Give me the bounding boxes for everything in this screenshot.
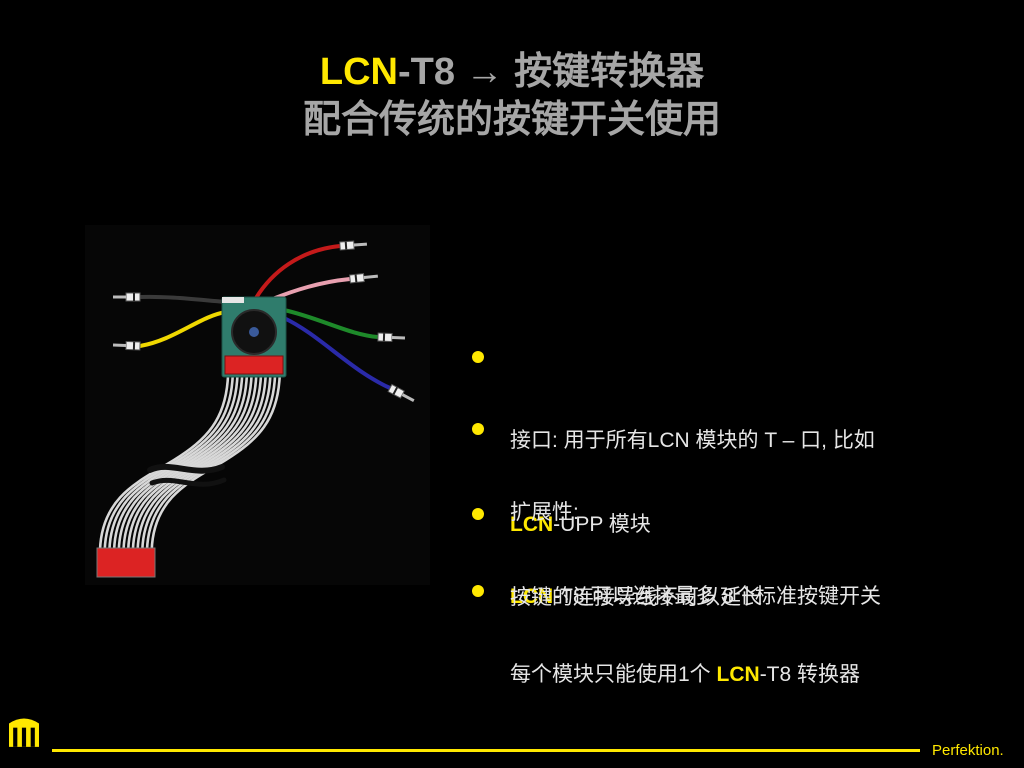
ribbon-cable xyxy=(98,375,281,551)
logo-opening xyxy=(21,727,27,747)
device-illustration xyxy=(85,225,430,585)
bullet-brand: LCN xyxy=(716,663,760,686)
bullet-brand: LCN xyxy=(510,585,554,608)
bullet-item-wire-length: 按键的连接导线不可以延长 xyxy=(472,500,1010,668)
wire-terminal-green xyxy=(377,332,406,343)
board-wire-clip xyxy=(222,297,244,303)
bullet-text: 接口: 用于所有LCN 模块的 T – 口, 比如 xyxy=(510,429,875,452)
bullet-line: 接口: 用于所有LCN 模块的 T – 口, 比如 xyxy=(510,427,1010,455)
bullet-dot-icon xyxy=(472,351,484,363)
terminal-pin xyxy=(391,335,406,340)
title-line-2: 配合传统的按键开关使用 xyxy=(302,99,721,141)
terminal-ring xyxy=(132,341,136,350)
slide-title: LCN-T8 → 按键转换器 配合传统的按键开关使用 xyxy=(0,48,1024,144)
title-brand: LCN xyxy=(319,51,398,93)
wire-green xyxy=(282,308,380,339)
wire-terminal-pink xyxy=(349,273,379,284)
ribbon-conductor xyxy=(126,375,258,551)
bullet-line: LCN-UPP 模块 xyxy=(510,511,1010,539)
terminal-pin xyxy=(112,343,127,348)
bullet-text: 按键的连接导线不可以延长 xyxy=(510,586,762,609)
bullet-text: -UPP 模块 xyxy=(553,513,651,536)
bullet-dot-icon xyxy=(472,423,484,435)
wire-terminal-blue xyxy=(387,383,415,403)
terminal-ring xyxy=(354,274,358,283)
bullet-dot-icon xyxy=(472,508,484,520)
terminal-ring xyxy=(133,293,135,301)
terminal-pin xyxy=(113,295,126,299)
bullet-text: 扩展性: xyxy=(510,501,579,524)
wire-red xyxy=(254,244,342,300)
wire-blue xyxy=(282,316,392,390)
ribbon-conductor xyxy=(103,375,234,551)
terminal-pin xyxy=(353,242,368,247)
bullet-line: 按键的连接导线不可以延长 xyxy=(510,584,1010,612)
ribbon-conductor xyxy=(131,375,263,551)
terminal-ring xyxy=(392,386,399,395)
ribbon-conductor xyxy=(141,375,272,551)
ribbon-conductor xyxy=(122,375,253,551)
ribbon-conductor xyxy=(150,375,281,551)
wire-terminal-black xyxy=(113,292,141,302)
buzzer-center xyxy=(249,327,259,337)
terminal-pin xyxy=(401,393,415,403)
terminal-ring xyxy=(382,333,386,342)
bullet-line: LCN-T8 可以连接最多 8个标准按键开关 xyxy=(510,583,1010,611)
ribbon-fold-mark xyxy=(149,477,227,487)
bullet-text: -T8 可以连接最多 8个标准按键开关 xyxy=(553,585,882,608)
bullet-item-interface: 接口: 用于所有LCN 模块的 T – 口, 比如 LCN-UPP 模块 xyxy=(472,343,1010,595)
ribbon-conductor xyxy=(145,375,277,551)
ribbon-conductor xyxy=(117,375,249,551)
wire-black xyxy=(138,294,228,304)
bullet-item-one-per-module: 每个模块只能使用1个 LCN-T8 转换器 xyxy=(472,577,1010,745)
wire-terminal-yellow xyxy=(112,340,141,351)
terminal-pin xyxy=(363,274,379,280)
bottom-connector xyxy=(96,547,156,578)
bullet-line: 扩展性: xyxy=(510,499,1010,527)
title-line-1: LCN-T8 → 按键转换器 xyxy=(0,48,1024,96)
logo-opening xyxy=(13,727,18,747)
ribbon-conductor xyxy=(108,375,239,551)
lcn-building-logo-icon xyxy=(9,718,39,747)
terminal-ring xyxy=(344,241,348,250)
footer-divider xyxy=(52,749,920,752)
bullet-brand: LCN xyxy=(510,513,554,536)
logo-opening xyxy=(30,727,35,747)
ribbon-fold xyxy=(147,463,227,487)
ribbon-conductor xyxy=(112,375,244,551)
ribbon-fold-mark xyxy=(147,463,225,474)
footer-tagline: Perfektion. xyxy=(932,742,1004,759)
title-line-1-text: -T8 → 按键转换器 xyxy=(397,51,705,93)
bullet-text: 每个模块只能使用1个 xyxy=(510,663,717,686)
bullet-text: -T8 转换器 xyxy=(759,663,861,686)
wire-terminal-red xyxy=(339,240,368,251)
bullet-line: 每个模块只能使用1个 LCN-T8 转换器 xyxy=(510,661,1010,689)
bullet-item-extensibility: 扩展性: LCN-T8 可以连接最多 8个标准按键开关 xyxy=(472,415,1010,667)
ribbon-conductor xyxy=(136,375,267,551)
ribbon-conductor xyxy=(98,375,230,551)
wire-yellow xyxy=(138,310,228,348)
board-connector xyxy=(224,355,284,375)
bullet-dot-icon xyxy=(472,585,484,597)
